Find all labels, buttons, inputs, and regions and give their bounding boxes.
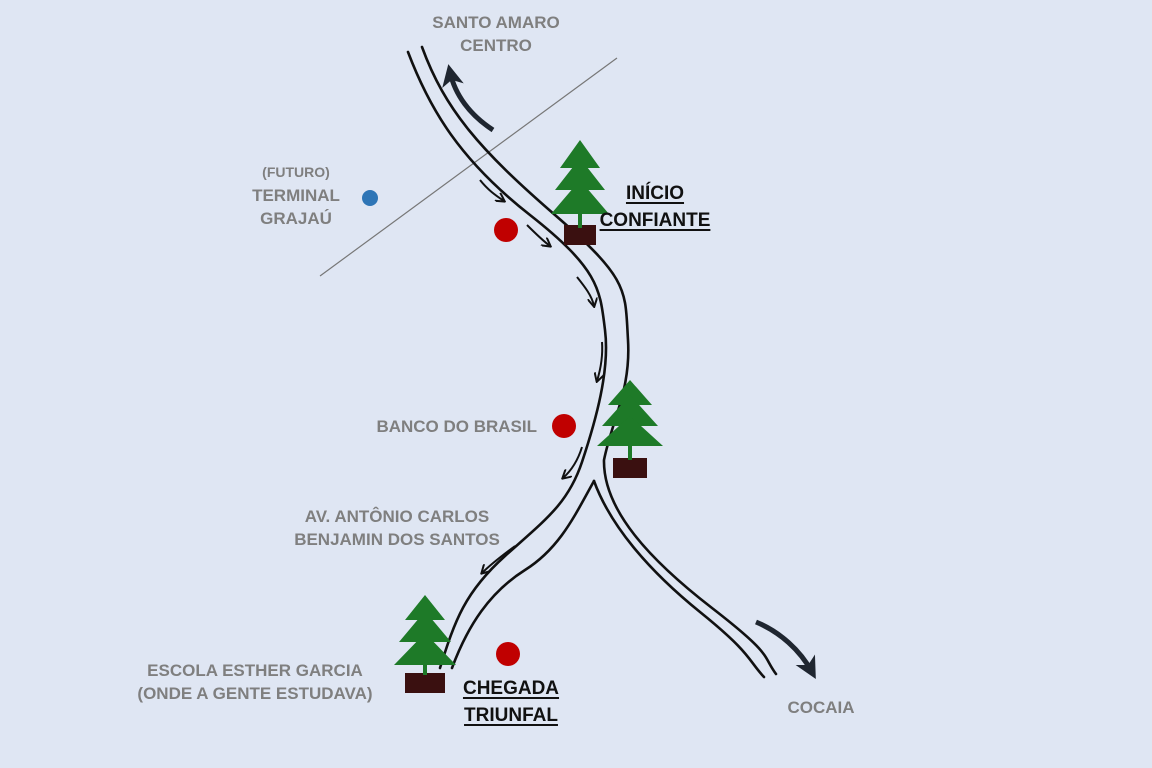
stop-marker-inicio bbox=[494, 218, 518, 242]
boundary-line bbox=[319, 57, 618, 277]
arrow-icon bbox=[526, 224, 550, 246]
arrow-icon bbox=[482, 545, 516, 573]
label-future-terminal-grajau: (FUTURO) TERMINAL GRAJAÚ bbox=[216, 161, 376, 230]
label-line: (FUTURO) bbox=[262, 164, 330, 180]
label-escola-esther-garcia: ESCOLA ESTHER GARCIA (ONDE A GENTE ESTUD… bbox=[115, 659, 395, 705]
tree-icon bbox=[394, 595, 456, 693]
tree-icon bbox=[597, 380, 663, 478]
label-banco-do-brasil: BANCO DO BRASIL bbox=[337, 415, 537, 438]
label-line: INÍCIO bbox=[625, 183, 685, 204]
arrow-to-cocaia-icon bbox=[755, 619, 816, 680]
label-chegada-triunfal: CHEGADA TRIUNFAL bbox=[431, 675, 591, 729]
label-line: COCAIA bbox=[787, 698, 855, 717]
arrow-icon bbox=[479, 179, 504, 201]
label-line: ESCOLA ESTHER GARCIA bbox=[147, 661, 363, 680]
branch-left-east-edge bbox=[450, 479, 596, 670]
label-line: TRIUNFAL bbox=[464, 705, 558, 726]
road-west-edge bbox=[406, 50, 608, 670]
label-line: BANCO DO BRASIL bbox=[376, 417, 537, 436]
label-line: (ONDE A GENTE ESTUDAVA) bbox=[137, 684, 373, 703]
stop-marker-banco bbox=[552, 414, 576, 438]
label-line: TERMINAL bbox=[252, 186, 340, 205]
arrow-icon bbox=[576, 276, 594, 306]
label-inicio-confiante: INÍCIO CONFIANTE bbox=[575, 180, 735, 234]
label-line: BENJAMIN DOS SANTOS bbox=[294, 530, 500, 549]
branch-right-west-edge bbox=[592, 479, 766, 679]
arrow-to-santo-amaro-icon bbox=[442, 64, 495, 133]
tree-icon bbox=[551, 140, 609, 245]
label-line: CENTRO bbox=[460, 36, 532, 55]
arrow-icon bbox=[597, 341, 602, 381]
label-santo-amaro-centro: SANTO AMARO CENTRO bbox=[396, 11, 596, 57]
label-line: GRAJAÚ bbox=[260, 209, 332, 228]
label-line: SANTO AMARO bbox=[432, 13, 560, 32]
label-cocaia: COCAIA bbox=[761, 696, 881, 719]
road bbox=[406, 45, 778, 679]
label-avenida: AV. ANTÔNIO CARLOS BENJAMIN DOS SANTOS bbox=[272, 505, 522, 551]
road-east-edge bbox=[420, 45, 778, 676]
future-terminal-marker bbox=[362, 190, 378, 206]
stop-marker-chegada bbox=[496, 642, 520, 666]
direction-arrows bbox=[479, 179, 602, 573]
label-line: CONFIANTE bbox=[599, 210, 711, 231]
label-line: AV. ANTÔNIO CARLOS bbox=[304, 507, 490, 526]
label-line: CHEGADA bbox=[462, 678, 560, 699]
arrow-icon bbox=[563, 446, 583, 478]
